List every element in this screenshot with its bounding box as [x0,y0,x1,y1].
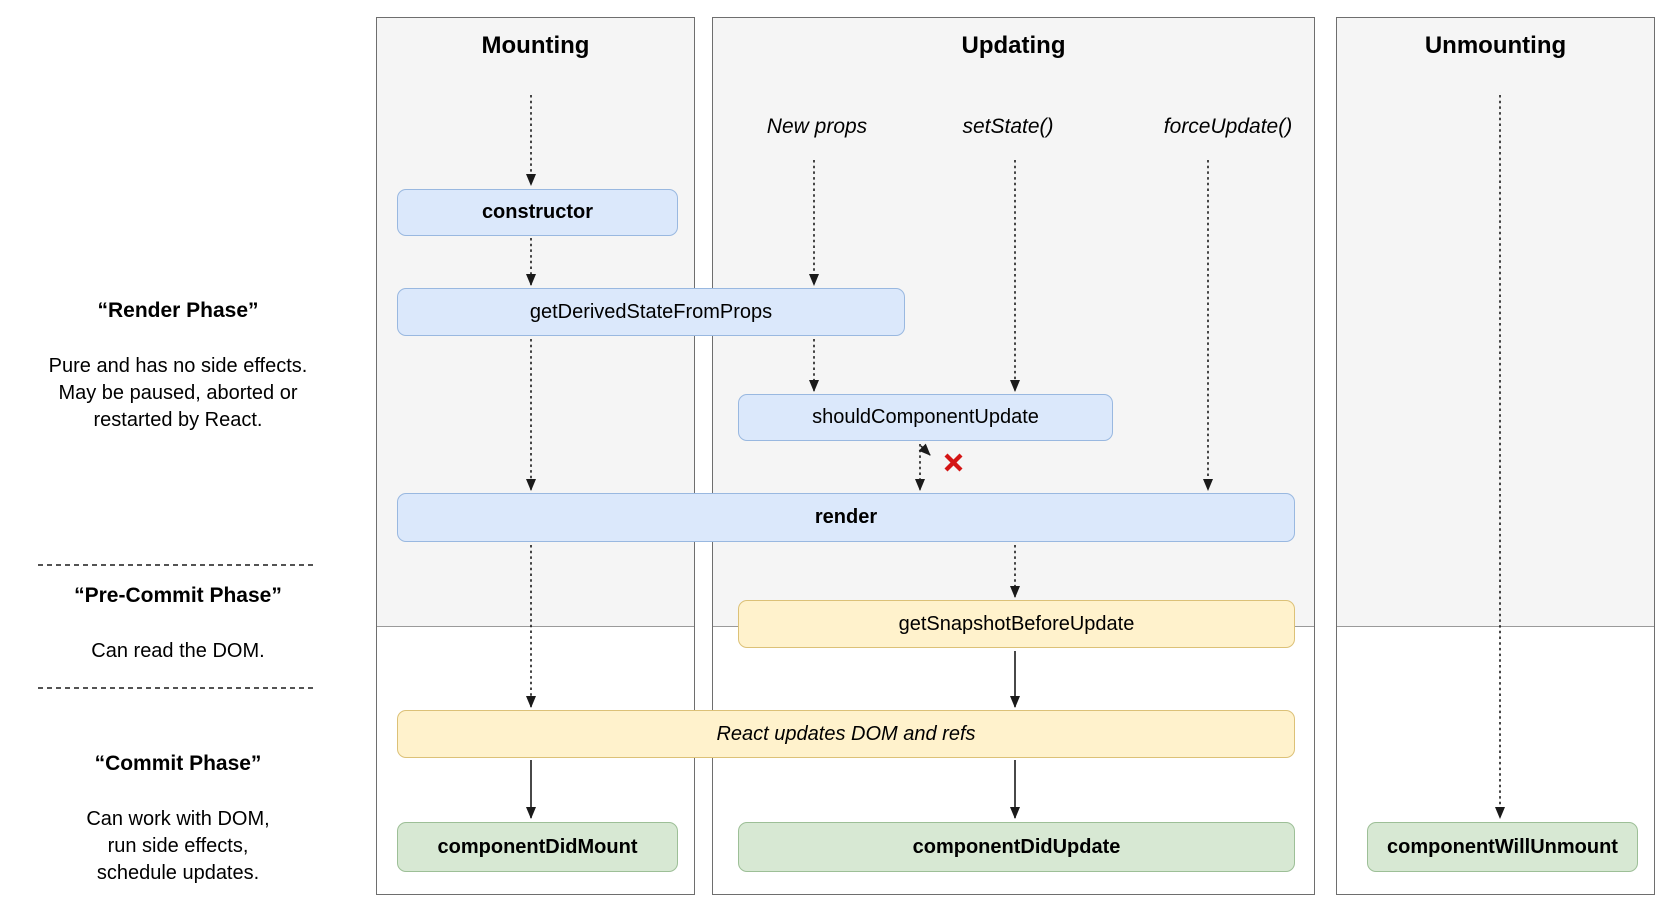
column-unmounting: Unmounting [1336,17,1655,895]
node-get-snapshot-before-update: getSnapshotBeforeUpdate [738,600,1295,648]
render-phase-title: “Render Phase” [97,299,259,322]
column-title-updating: Updating [961,32,1066,59]
node-component-did-update: componentDidUpdate [738,822,1295,872]
render-phase-description: Pure and has no side effects. May be pau… [48,355,308,431]
pre-commit-phase-title: “Pre-Commit Phase” [74,584,282,607]
trigger-label-force-update: forceUpdate() [1163,115,1293,138]
node-component-did-mount: componentDidMount [397,822,678,872]
column-title-unmounting: Unmounting [1424,32,1567,59]
node-constructor: constructor [397,189,678,236]
trigger-label-set-state: setState() [962,115,1054,138]
pre-commit-phase-description: Can read the DOM. [91,640,265,662]
node-render: render [397,493,1295,542]
column-unmounting-render-section: Unmounting [1337,18,1654,627]
commit-phase-title: “Commit Phase” [94,752,262,775]
column-mounting: Mounting [376,17,695,895]
node-component-will-unmount: componentWillUnmount [1367,822,1638,872]
node-should-component-update: shouldComponentUpdate [738,394,1113,441]
node-get-derived-state-from-props: getDerivedStateFromProps [397,288,905,336]
column-title-mounting: Mounting [481,32,590,59]
column-updating: Updating [712,17,1315,895]
trigger-label-new-props: New props [766,115,868,138]
node-react-updates-dom-and-refs: React updates DOM and refs [397,710,1295,758]
commit-phase-description: Can work with DOM, run side effects, sch… [86,808,270,884]
